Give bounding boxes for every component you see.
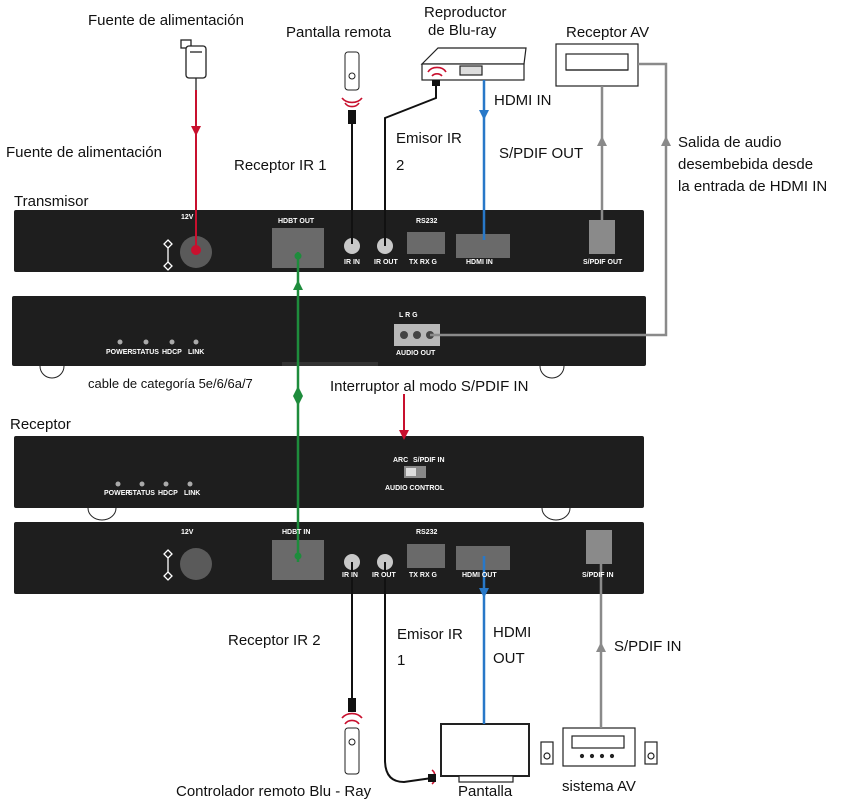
receiver-label: Receptor	[10, 416, 71, 433]
av-system-label: sistema AV	[562, 778, 636, 795]
spdif-in-switch-label: S/PDIF IN	[413, 457, 445, 464]
rx-ir-out-label: IR OUT	[372, 572, 396, 579]
transmitter-label: Transmisor	[14, 193, 89, 210]
remote-control-bottom-icon	[341, 712, 363, 775]
ir-emitter-1-label-line1: Emisor IR	[397, 626, 463, 643]
rx-rxg-label: TX RX G	[409, 572, 438, 579]
rx-hdbt-in-label: HDBT IN	[282, 529, 311, 536]
tx-link-led-label: LINK	[188, 349, 205, 356]
rx-status-led-label: STATUS	[128, 490, 155, 497]
hdmi-in-label: HDMI IN	[494, 92, 552, 109]
ir-emitter-1-label-line2: 1	[397, 652, 406, 669]
spdif-out-label: S/PDIF OUT	[499, 145, 584, 162]
rx-spdif-in-port	[586, 530, 612, 564]
rx-hdcp-led-label: HDCP	[158, 490, 178, 497]
ir-emitter-1-cable	[384, 562, 433, 784]
ir-receiver-2-label: Receptor IR 2	[228, 632, 321, 649]
transmitter-front-panel	[12, 296, 646, 379]
spdif-switch-label: Interruptor al modo S/PDIF IN	[330, 378, 529, 395]
display-label: Pantalla	[458, 783, 513, 800]
rx-rs232-label: RS232	[416, 529, 438, 536]
rx-hdmi-out-label: HDMI OUT	[462, 572, 497, 579]
transmitter-back-panel	[14, 210, 644, 272]
audio-out-cable	[430, 62, 668, 337]
hdmi-out-label-line1: HDMI	[493, 624, 532, 641]
power-source-label-mid: Fuente de alimentación	[6, 144, 162, 161]
av-receiver-icon	[555, 43, 639, 87]
receiver-back-panel	[14, 522, 644, 594]
tx-usb-icon	[163, 239, 173, 271]
rx-12v-label: 12V	[181, 529, 194, 536]
ir-emitter-2-cable	[384, 84, 437, 246]
ir-emitter-2-label-line1: Emisor IR	[396, 130, 462, 147]
bluray-player-icon	[420, 47, 527, 81]
tx-power-led-label: POWER	[106, 349, 133, 356]
remote-display-label: Pantalla remota	[286, 24, 392, 41]
tx-hdbt-out-label: HDBT OUT	[278, 218, 315, 225]
audio-control-label: AUDIO CONTROL	[385, 485, 445, 492]
tx-lrg-label: L R G	[399, 312, 418, 319]
tx-rs232-port	[407, 232, 445, 254]
tx-hdmi-in-label: HDMI IN	[466, 259, 493, 266]
spdif-in-label: S/PDIF IN	[614, 638, 682, 655]
tx-12v-label: 12V	[181, 214, 194, 221]
bluray-remote-label: Controlador remoto Blu - Ray	[176, 783, 372, 800]
rx-link-led-label: LINK	[184, 490, 201, 497]
ir-emitter-2-label-line2: 2	[396, 157, 405, 174]
power-source-label-top: Fuente de alimentación	[88, 12, 244, 29]
av-system-icon	[540, 727, 658, 767]
hdmi-out-label-line2: OUT	[493, 650, 525, 667]
tx-audio-out-label: AUDIO OUT	[396, 350, 436, 357]
tv-display-icon	[431, 723, 530, 785]
rx-spdif-in-label: S/PDIF IN	[582, 572, 614, 579]
bluray-label-line1: Reproductor	[424, 4, 507, 21]
av-receiver-label: Receptor AV	[566, 24, 650, 41]
tx-ir-in-jack	[344, 238, 360, 254]
remote-control-top-icon	[341, 51, 363, 108]
tx-spdif-out-label: S/PDIF OUT	[583, 259, 623, 266]
tx-ir-out-label: IR OUT	[374, 259, 398, 266]
rx-power-led-label: POWER	[104, 490, 131, 497]
rx-usb-icon	[163, 549, 173, 581]
audio-out-note-label: Salida de audio desembebida desde la ent…	[678, 134, 828, 195]
ir-receiver-1-label: Receptor IR 1	[234, 157, 327, 174]
rx-ir-in-label: IR IN	[342, 572, 358, 579]
tx-ir-in-label: IR IN	[344, 259, 360, 266]
bluray-label-line2: de Blu-ray	[428, 22, 497, 39]
tx-hdcp-led-label: HDCP	[162, 349, 182, 356]
tx-status-led-label: STATUS	[132, 349, 159, 356]
tx-rs232-label: RS232	[416, 218, 438, 225]
power-adapter-icon	[180, 39, 207, 90]
cable-category-label: cable de categoría 5e/6/6a/7	[88, 376, 253, 391]
receiver-front-panel	[14, 436, 644, 521]
arc-label: ARC	[393, 457, 409, 464]
tx-rxg-label: TX RX G	[409, 259, 438, 266]
